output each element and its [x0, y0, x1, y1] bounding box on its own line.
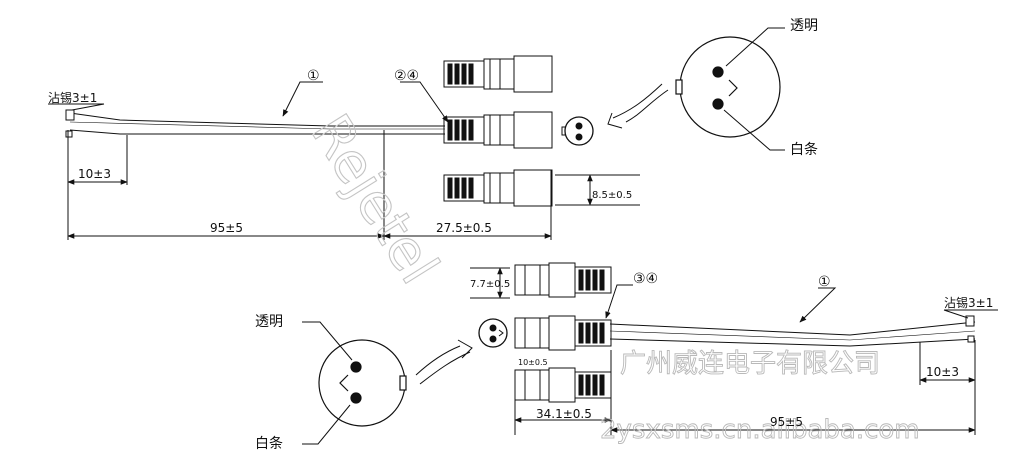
bottom-cable-assembly [470, 262, 998, 435]
female-diameter-label: 8.5±0.5 [592, 190, 632, 201]
strip-bottom-label: 10±3 [926, 365, 959, 379]
part-1-bottom-label: ① [818, 274, 831, 290]
grip-ribs [447, 119, 474, 141]
tin-bottom-label: 沾锡3±1 [944, 295, 993, 310]
length-bottom-label: 95±5 [770, 415, 803, 429]
site-watermark: 2ysxsms.cn.alibaba.com [600, 415, 920, 445]
female-length-label: 27.5±0.5 [436, 221, 492, 235]
part-34-label: ③④ [633, 271, 658, 287]
male-small-label: 10±0.5 [518, 358, 548, 367]
brand-watermark: Rejetel [299, 104, 451, 295]
male-diameter-label: 7.7±0.5 [470, 279, 510, 290]
tin-top-label: 沾锡3±1 [48, 90, 97, 105]
length-top-label: 95±5 [210, 221, 243, 235]
part-24-label: ②④ [394, 68, 419, 84]
top-end-view [607, 27, 785, 151]
male-length-label: 34.1±0.5 [536, 407, 592, 421]
transparent-bottom-label: 透明 [255, 314, 283, 330]
transparent-top-label: 透明 [790, 18, 818, 34]
bottom-end-view [302, 321, 473, 445]
strip-top-label: 10±3 [78, 167, 111, 181]
whitestripe-top-label: 白条 [790, 141, 818, 158]
top-cable-assembly [48, 55, 640, 240]
company-watermark: 广州威连电子有限公司 [620, 349, 880, 379]
part-1-top-label: ① [307, 68, 320, 84]
label-layer: ① ②④ 沾锡3±1 10±3 95±5 27.5±0.5 8.5±0.5 透明… [48, 18, 993, 452]
whitestripe-bottom-label: 白条 [255, 435, 283, 452]
